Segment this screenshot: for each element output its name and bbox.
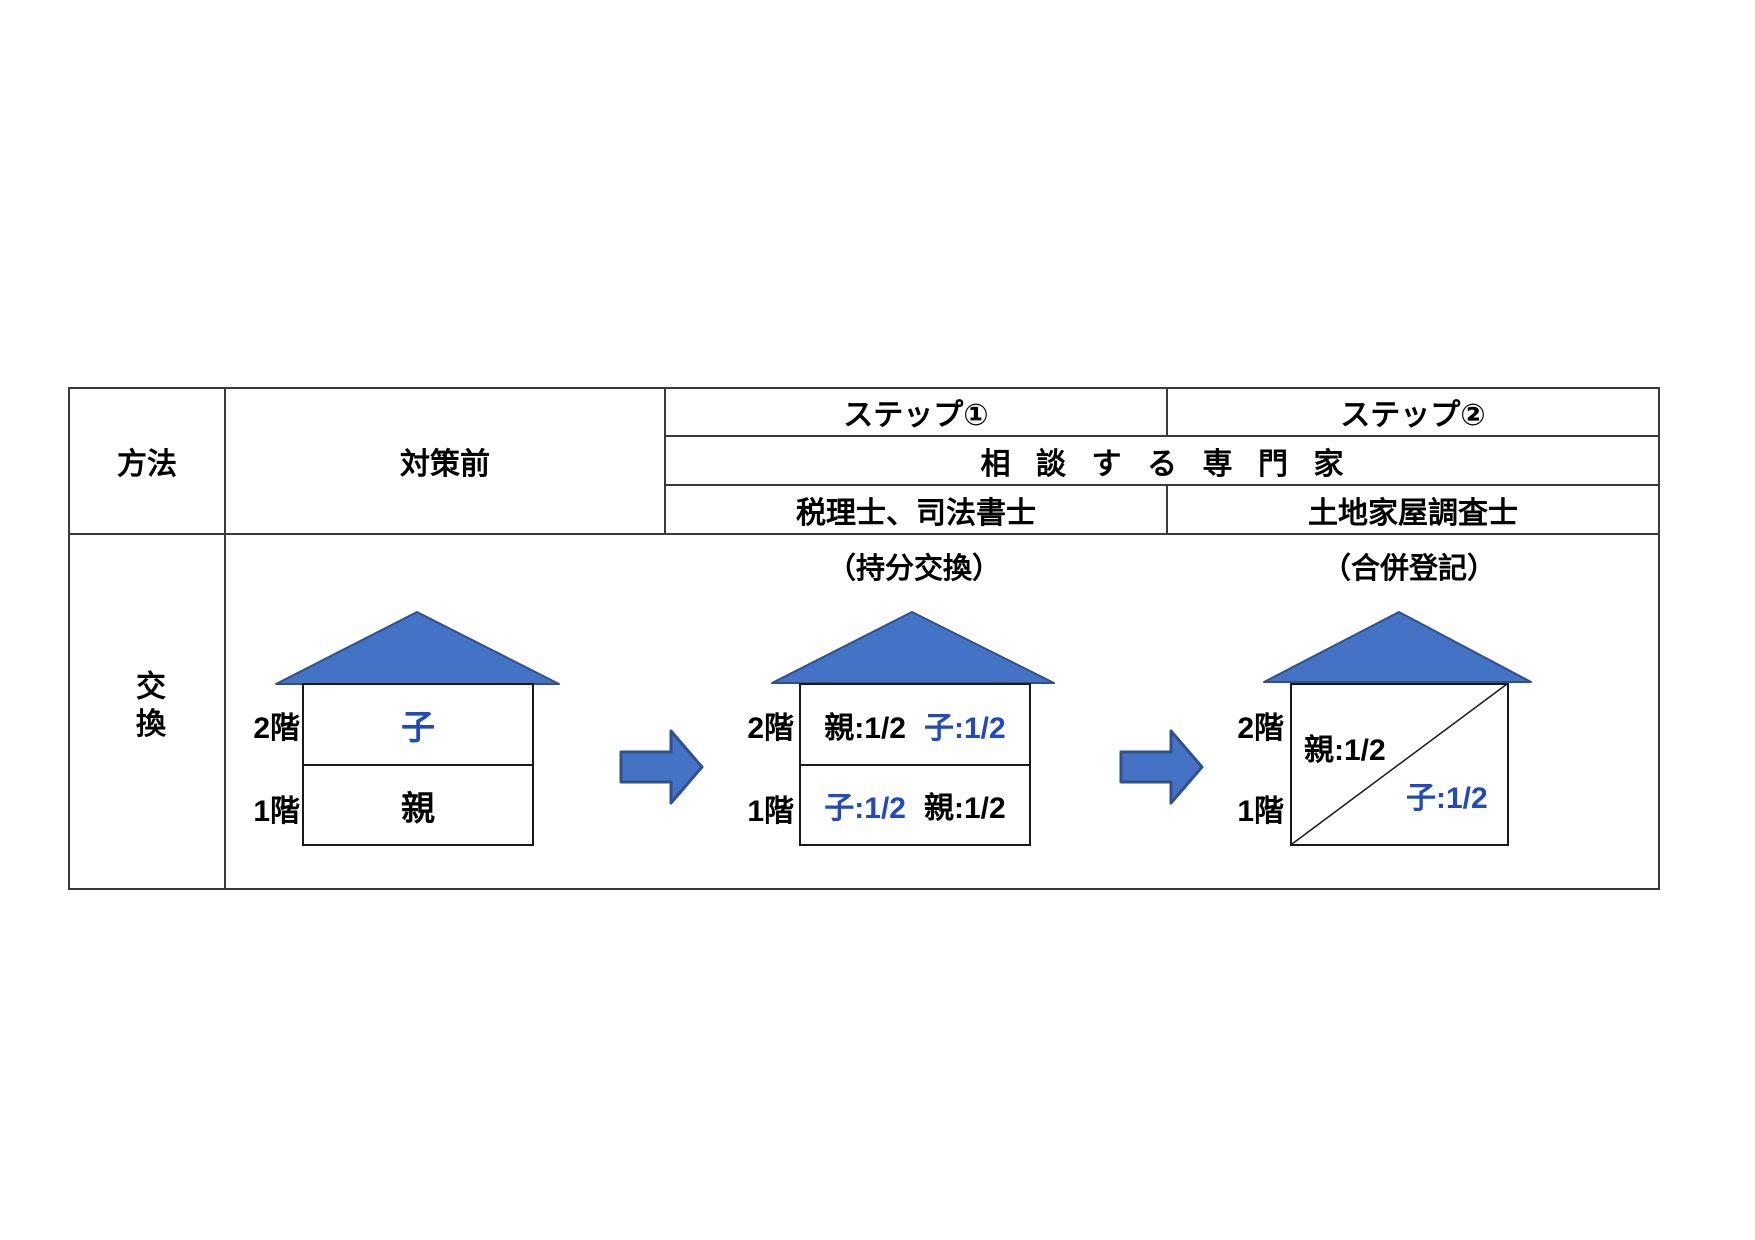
house2-floor2-share-parent: 親:1/2	[824, 711, 906, 745]
step2-label: ステップ②	[1340, 399, 1486, 432]
house2-floor1-label: 1階	[747, 795, 794, 828]
house1-floor2-owner: 子	[401, 709, 435, 747]
header-cell-consult: 相談する専門家	[664, 435, 1660, 486]
header-cell-step2-expert: 土地家屋調査士	[1166, 484, 1660, 535]
house3-roof-icon	[1263, 611, 1532, 683]
consult-label: 相談する専門家	[980, 447, 1369, 481]
house1-floor1-label: 1階	[253, 795, 300, 828]
house3-share-parent: 親:1/2	[1304, 734, 1386, 767]
arrow-right-icon-1	[619, 729, 704, 805]
house2-floor2-label: 2階	[747, 712, 794, 745]
header-cell-step2: ステップ②	[1166, 387, 1660, 437]
stage2-caption: （持分交換）	[826, 553, 1001, 585]
before-label: 対策前	[400, 448, 490, 481]
step1-expert-label: 税理士、司法書士	[796, 496, 1036, 530]
house3-floor2-label: 2階	[1237, 712, 1284, 745]
house3-box	[1290, 683, 1509, 846]
exchange-content-cell: （持分交換） （合併登記） 2階 1階 子 親 2階	[224, 533, 1660, 890]
row-label-cell-exchange: 交換	[68, 533, 226, 890]
house2-roof-icon	[771, 611, 1055, 684]
house1-floor2: 子	[304, 685, 532, 766]
house2-floor1: 子:1/2 親:1/2	[801, 766, 1029, 844]
house2-box: 親:1/2 子:1/2 子:1/2 親:1/2	[799, 683, 1031, 846]
house2-floor1-share-child: 子:1/2	[824, 792, 906, 825]
header-cell-step1: ステップ①	[664, 387, 1168, 437]
house1-box: 子 親	[302, 683, 534, 846]
method-table: 方法 対策前 ステップ① ステップ② 相談する専門家 税理士、司法書士 土地家屋…	[68, 387, 1660, 890]
header-cell-before: 対策前	[224, 387, 666, 535]
header-cell-method: 方法	[68, 387, 226, 535]
house3-diagonal-line	[1291, 683, 1508, 845]
stage3-caption: （合併登記）	[1321, 553, 1496, 585]
header-cell-step1-expert: 税理士、司法書士	[664, 484, 1168, 535]
house2-floor2: 親:1/2 子:1/2	[801, 685, 1029, 766]
house1-floor2-label: 2階	[253, 712, 300, 745]
step1-label: ステップ①	[843, 399, 989, 432]
step2-expert-label: 土地家屋調査士	[1308, 496, 1518, 530]
method-label: 方法	[117, 448, 177, 481]
diagram-shapes	[275, 611, 1532, 845]
house3-floor1-label: 1階	[1237, 795, 1284, 828]
house3-share-child: 子:1/2	[1406, 782, 1488, 815]
house2-floor1-share-parent: 親:1/2	[924, 792, 1006, 825]
house1-floor1: 親	[304, 766, 532, 844]
house1-roof-icon	[275, 611, 560, 685]
exchange-diagram: （持分交換） （合併登記） 2階 1階 子 親 2階	[226, 535, 1654, 888]
exchange-label: 交換	[131, 670, 164, 745]
house1-floor1-owner: 親	[401, 789, 435, 828]
arrow-right-icon-2	[1119, 729, 1204, 805]
house2-floor2-share-child: 子:1/2	[924, 711, 1006, 745]
